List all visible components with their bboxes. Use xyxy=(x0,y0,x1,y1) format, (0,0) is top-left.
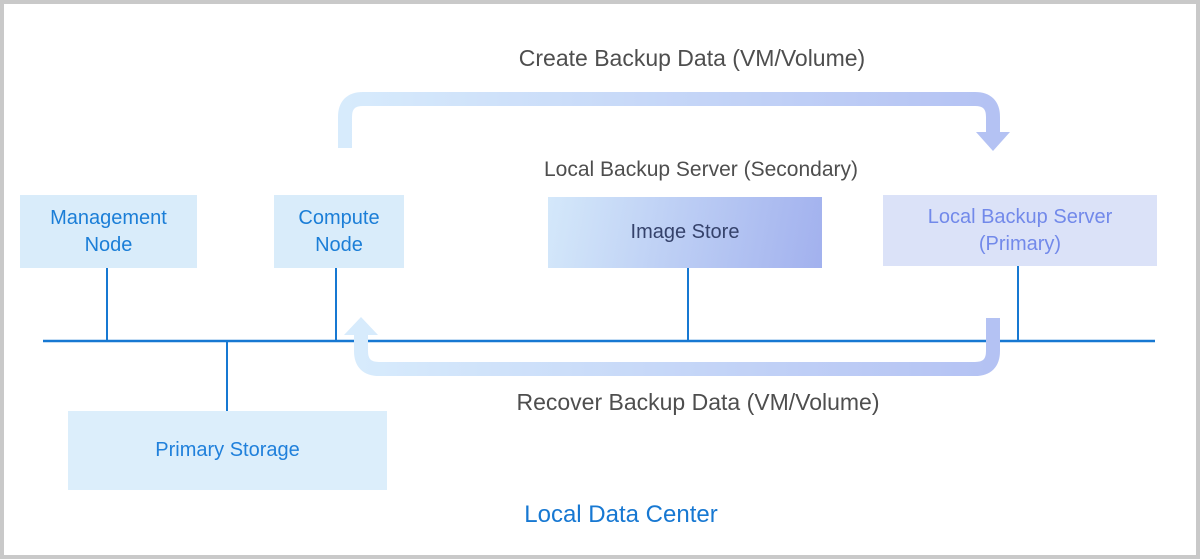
backup-server-secondary-label: Local Backup Server (Secondary) xyxy=(544,158,858,181)
local-data-center-title: Local Data Center xyxy=(524,501,718,528)
recover-backup-arrowhead-icon xyxy=(344,317,378,335)
primary-storage-box: Primary Storage xyxy=(68,411,387,490)
image-store-box: Image Store xyxy=(548,197,822,268)
compute-node-box: Compute Node xyxy=(274,195,404,268)
management-node-box: Management Node xyxy=(20,195,197,268)
recover-backup-arrow xyxy=(354,318,1000,376)
recover-backup-label: Recover Backup Data (VM/Volume) xyxy=(516,389,880,415)
create-backup-arrowhead-icon xyxy=(976,132,1010,151)
create-backup-arrow xyxy=(338,92,1000,148)
backup-server-primary-box: Local Backup Server (Primary) xyxy=(883,195,1157,266)
create-backup-label: Create Backup Data (VM/Volume) xyxy=(518,45,866,71)
